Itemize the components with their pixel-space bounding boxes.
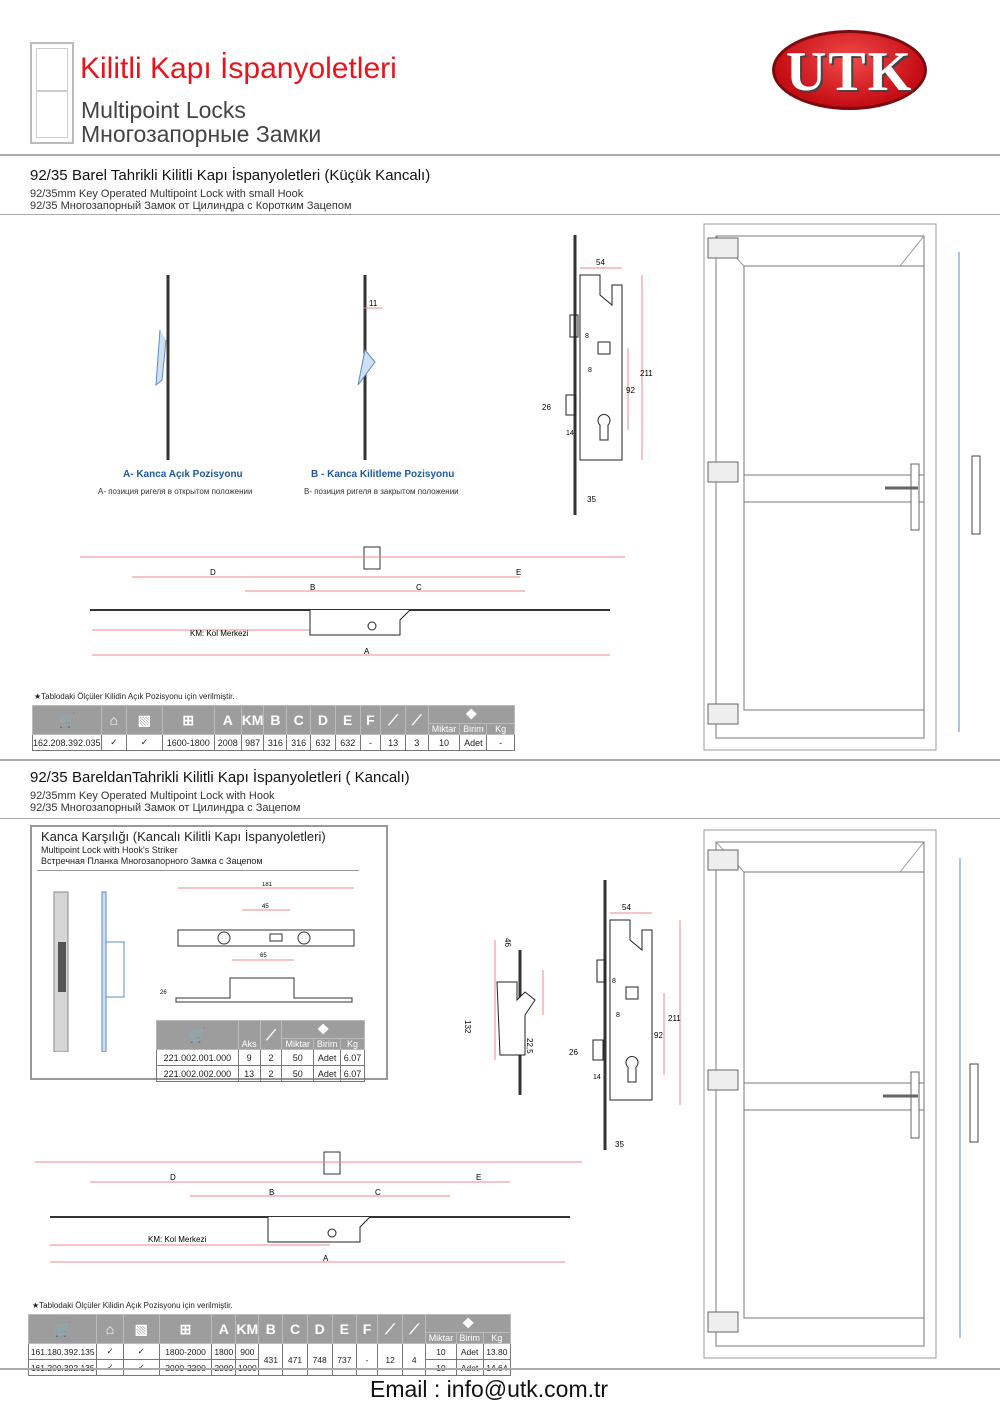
svg-text:A: A bbox=[323, 1254, 329, 1263]
cart-icon: 🛒 bbox=[156, 1020, 239, 1050]
section2-sub-en: 92/35mm Key Operated Multipoint Lock wit… bbox=[30, 790, 275, 802]
box-icon: ❖ bbox=[281, 1020, 365, 1039]
svg-text:11: 11 bbox=[369, 299, 378, 308]
cart-icon: 🛒 bbox=[27, 1314, 98, 1344]
svg-text:E: E bbox=[516, 568, 521, 577]
svg-text:92: 92 bbox=[626, 386, 635, 395]
section2-sub-ru: 92/35 Многозапорный Замок от Цилиндра с … bbox=[30, 802, 301, 814]
svg-text:C: C bbox=[416, 583, 422, 592]
svg-text:D: D bbox=[170, 1173, 176, 1182]
section1-sub-en: 92/35mm Key Operated Multipoint Lock wit… bbox=[30, 188, 304, 200]
svg-text:211: 211 bbox=[668, 1014, 681, 1023]
subtitle-en: Multipoint Locks bbox=[81, 97, 246, 123]
svg-text:E: E bbox=[476, 1173, 481, 1182]
striker-drawing: 181 45 65 16 26 bbox=[53, 882, 355, 1052]
table-note-1: ★Tablodaki Ölçüler Kilidin Açık Pozisyon… bbox=[34, 692, 235, 701]
svg-text:14: 14 bbox=[566, 430, 574, 437]
door-drawing-2 bbox=[703, 829, 979, 1359]
page-title: Kilitli Kapı İspanyoletleri bbox=[80, 52, 397, 85]
svg-text:8: 8 bbox=[616, 1012, 620, 1019]
striker-sub-en: Multipoint Lock with Hook's Striker bbox=[41, 845, 178, 855]
svg-text:8: 8 bbox=[588, 367, 592, 374]
svg-text:C: C bbox=[375, 1188, 381, 1197]
svg-text:46: 46 bbox=[503, 938, 512, 947]
svg-text:45: 45 bbox=[262, 904, 269, 910]
svg-text:14: 14 bbox=[593, 1074, 601, 1081]
svg-text:26: 26 bbox=[542, 403, 551, 412]
cylinder-icon: ⌂ bbox=[100, 705, 128, 735]
svg-text:26: 26 bbox=[160, 990, 167, 996]
rod-layout-drawing-2: D E B C KM: Kol Merkezi A bbox=[35, 1151, 582, 1263]
hook-drawing: 46 35 132 22,5 bbox=[463, 938, 565, 1095]
table-note-2: ★Tablodaki Ölçüler Kilidin Açık Pozisyon… bbox=[32, 1301, 233, 1310]
svg-text:92: 92 bbox=[654, 1031, 663, 1040]
svg-text:D: D bbox=[210, 568, 216, 577]
cart-icon: 🛒 bbox=[32, 705, 102, 735]
svg-text:26: 26 bbox=[569, 1048, 578, 1057]
lock-body-drawing-1: 54 8 8 211 92 26 14 35 bbox=[542, 235, 653, 515]
caption-a-ru: A- позиция ригеля в открытом положении bbox=[98, 487, 253, 496]
door-frame-icon: ⊞ bbox=[161, 705, 215, 735]
section1-title: 92/35 Barel Tahrikli Kilitli Kapı İspany… bbox=[30, 167, 431, 184]
rod-layout-drawing-1: D E B C KM: Kol Merkezi A bbox=[80, 546, 625, 656]
svg-text:A: A bbox=[364, 647, 370, 656]
svg-text:65: 65 bbox=[260, 953, 267, 959]
svg-text:B: B bbox=[310, 583, 315, 592]
box-icon: ❖ bbox=[427, 705, 516, 724]
svg-text:KM: Kol Merkezi: KM: Kol Merkezi bbox=[148, 1235, 206, 1244]
section2-title: 92/35 BareldanTahrikli Kilitli Kapı İspa… bbox=[30, 769, 410, 786]
striker-sub-ru: Встречная Планка Многозапорного Замка с … bbox=[41, 856, 263, 866]
screw-icon: ⟋ bbox=[380, 705, 406, 735]
box-icon: ❖ bbox=[425, 1314, 511, 1333]
hook-positions-drawing: 11 bbox=[155, 275, 382, 460]
lock-case-icon: ▧ bbox=[122, 1314, 160, 1344]
cylinder-icon: ⌂ bbox=[96, 1314, 124, 1344]
screw-icon: ⟋ bbox=[377, 1314, 404, 1344]
svg-text:8: 8 bbox=[612, 978, 616, 985]
svg-text:35: 35 bbox=[615, 1140, 624, 1149]
table-row: 161.200.392.135✓✓2000-220020001000 10Ade… bbox=[27, 1359, 512, 1376]
svg-text:181: 181 bbox=[262, 882, 273, 888]
link-icon: ⟋ bbox=[404, 705, 429, 735]
svg-text:35: 35 bbox=[587, 495, 596, 504]
caption-a: A- Kanca Açık Pozisyonu bbox=[123, 469, 243, 480]
caption-b: B - Kanca Kilitleme Pozisyonu bbox=[311, 469, 455, 480]
link-icon: ⟋ bbox=[402, 1314, 427, 1344]
lock-body-drawing-2: 54 8 8 211 92 26 14 35 bbox=[569, 880, 681, 1150]
door-frame-icon: ⊞ bbox=[158, 1314, 213, 1344]
door-drawing-1 bbox=[703, 223, 981, 751]
svg-text:22,5: 22,5 bbox=[525, 1038, 534, 1054]
svg-text:B: B bbox=[269, 1188, 274, 1197]
svg-text:8: 8 bbox=[585, 333, 589, 340]
svg-text:132: 132 bbox=[463, 1020, 472, 1034]
svg-text:211: 211 bbox=[640, 369, 653, 378]
svg-text:54: 54 bbox=[622, 903, 631, 912]
svg-text:54: 54 bbox=[596, 258, 605, 267]
striker-panel: Kanca Karşılığı (Kancalı Kilitli Kapı İs… bbox=[30, 825, 388, 1080]
subtitle-ru: Многозапорные Замки bbox=[81, 121, 322, 147]
striker-title: Kanca Karşılığı (Kancalı Kilitli Kapı İs… bbox=[41, 829, 326, 844]
caption-b-ru: B- позиция ригеля в закрытом положении bbox=[304, 487, 459, 496]
utk-logo: UTK bbox=[772, 30, 927, 110]
lock-case-icon: ▧ bbox=[126, 705, 163, 735]
footer-email: Email : info@utk.com.tr bbox=[370, 1376, 609, 1402]
section1-sub-ru: 92/35 Многозапорный Замок от Цилиндра с … bbox=[30, 200, 352, 212]
svg-text:KM: Kol Merkezi: KM: Kol Merkezi bbox=[190, 629, 248, 638]
door-icon bbox=[30, 42, 74, 144]
screw-icon: ⟋ bbox=[259, 1020, 283, 1050]
svg-text:35: 35 bbox=[563, 986, 565, 995]
